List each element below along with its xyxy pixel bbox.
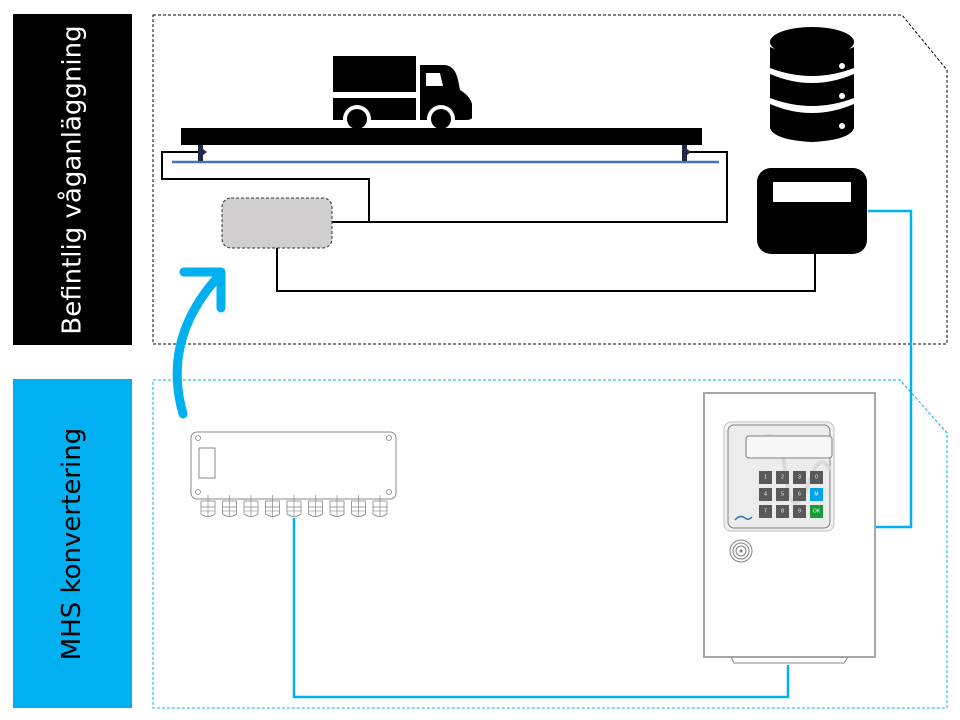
keypad-key: 9 [793, 505, 806, 518]
replacement-arrow-icon [172, 267, 226, 419]
weight-indicator [757, 168, 867, 254]
terminal-display [745, 435, 833, 459]
load-cell-left [198, 145, 207, 161]
keypad-key: 5 [776, 488, 789, 501]
cable-gland [351, 495, 366, 517]
cable-gland [329, 495, 345, 517]
cable-gland [265, 495, 280, 517]
cable-glands [200, 495, 388, 517]
existing-section-frame [152, 14, 948, 345]
cable-gland [222, 495, 237, 517]
keypad-key: 6 [793, 488, 806, 501]
keypad-key-label: 0 [815, 475, 818, 481]
keypad-key: OK [810, 505, 823, 518]
keypad-key: 3 [793, 471, 806, 484]
brand-logo-icon [734, 515, 753, 521]
cable-gland [372, 495, 388, 517]
keypad-key: 1 [759, 471, 772, 484]
section-label-existing: Befintlig våganläggning [13, 14, 132, 345]
keypad-key-label: 3 [798, 475, 801, 481]
keypad-key: 7 [759, 505, 772, 518]
terminal-keypad: 1 2 3 0 4 5 6 M 7 8 9 OK [759, 471, 823, 518]
key-lock-icon [729, 539, 753, 563]
indicator-terminal-cable [868, 209, 913, 529]
junction-box-old [221, 197, 333, 249]
weighbridge-platform [181, 128, 702, 145]
conversion-section-frame [152, 379, 948, 709]
keypad-key-label: 4 [764, 492, 767, 498]
cable-gland [243, 495, 259, 517]
keypad-key: 8 [776, 505, 789, 518]
keypad-key-label: M [814, 492, 818, 498]
keypad-key-label: 5 [781, 492, 784, 498]
cable-gland [200, 495, 216, 517]
keypad-key: M [810, 488, 823, 501]
keypad-key-label: 6 [798, 492, 801, 498]
database-icon [770, 27, 854, 142]
mhs-junction-box [190, 431, 397, 517]
keypad-key-label: 7 [764, 509, 767, 515]
junction-indicator-cable [276, 248, 816, 292]
keypad-key: 0 [810, 471, 823, 484]
keypad-key-label: 9 [798, 509, 801, 515]
keypad-key-label: 1 [764, 475, 767, 481]
cable-gland [286, 495, 302, 517]
truck-icon [333, 56, 472, 133]
cable-gland [308, 495, 323, 517]
load-cell-cable-right [369, 151, 728, 223]
junction-label-plate [198, 447, 216, 479]
junction-terminal-cable [292, 518, 790, 699]
keypad-key-label: 2 [781, 475, 784, 481]
terminal-cabinet: 1 2 3 0 4 5 6 M 7 8 9 OK [703, 392, 876, 664]
load-cell-cable-left [161, 151, 370, 223]
keypad-key-label: OK [813, 509, 821, 515]
indicator-display [773, 182, 851, 202]
keypad-key-label: 8 [781, 509, 784, 515]
load-cell-right [682, 145, 691, 161]
keypad-key: 4 [759, 488, 772, 501]
section-label-conversion: MHS konvertering [13, 379, 132, 708]
keypad-key: 2 [776, 471, 789, 484]
